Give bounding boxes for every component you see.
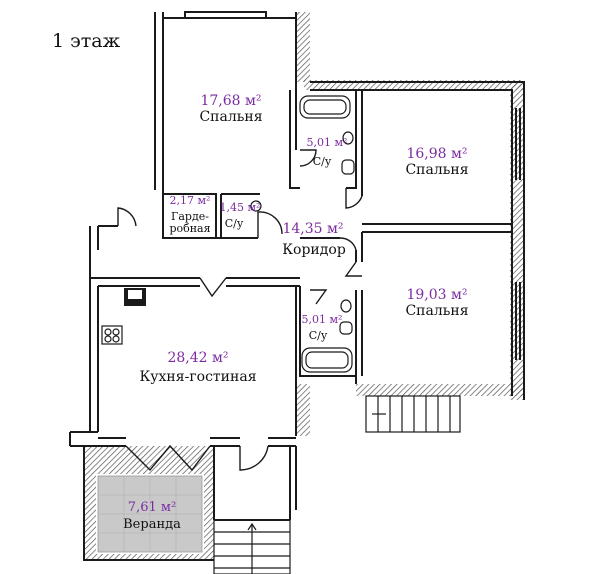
kitchen-living-area: 28,42 м² <box>167 350 229 366</box>
wardrobe-name-line2: робная <box>169 222 211 235</box>
wc-name: С/у <box>224 217 244 230</box>
veranda-name: Веранда <box>123 517 181 532</box>
stairs-right <box>365 395 461 433</box>
bathroom-1-area: 5,01 м² <box>306 136 348 149</box>
corridor-area: 14,35 м² <box>282 221 344 237</box>
bedroom-3-name: Спальня <box>405 303 469 319</box>
bedroom-3-area: 19,03 м² <box>406 287 468 303</box>
bedroom-1-area: 17,68 м² <box>200 93 262 109</box>
bedroom-1-name: Спальня <box>199 109 263 125</box>
veranda-area <box>84 446 214 560</box>
fixtures <box>101 95 355 373</box>
wardrobe-name-line1: Гарде- <box>171 210 209 223</box>
bathroom-2-area: 5,01 м² <box>301 313 343 326</box>
exterior-wall-hatch <box>296 12 524 436</box>
veranda-area-label: 7,61 м² <box>127 500 177 515</box>
corridor-name: Коридор <box>282 242 346 258</box>
bathroom-2-name: С/у <box>308 329 328 342</box>
wc-area: 1,45 м² <box>219 201 261 214</box>
floor-label: 1 этаж <box>52 30 121 52</box>
bedroom-2-name: Спальня <box>405 162 469 178</box>
walls <box>69 11 525 561</box>
stairs-bottom <box>213 519 291 574</box>
bedroom-2-area: 16,98 м² <box>406 146 468 162</box>
bathroom-1-name: С/у <box>312 155 332 168</box>
kitchen-living-name: Кухня-гостиная <box>139 369 257 385</box>
door-swings <box>117 149 363 472</box>
wardrobe-area: 2,17 м² <box>169 194 211 207</box>
